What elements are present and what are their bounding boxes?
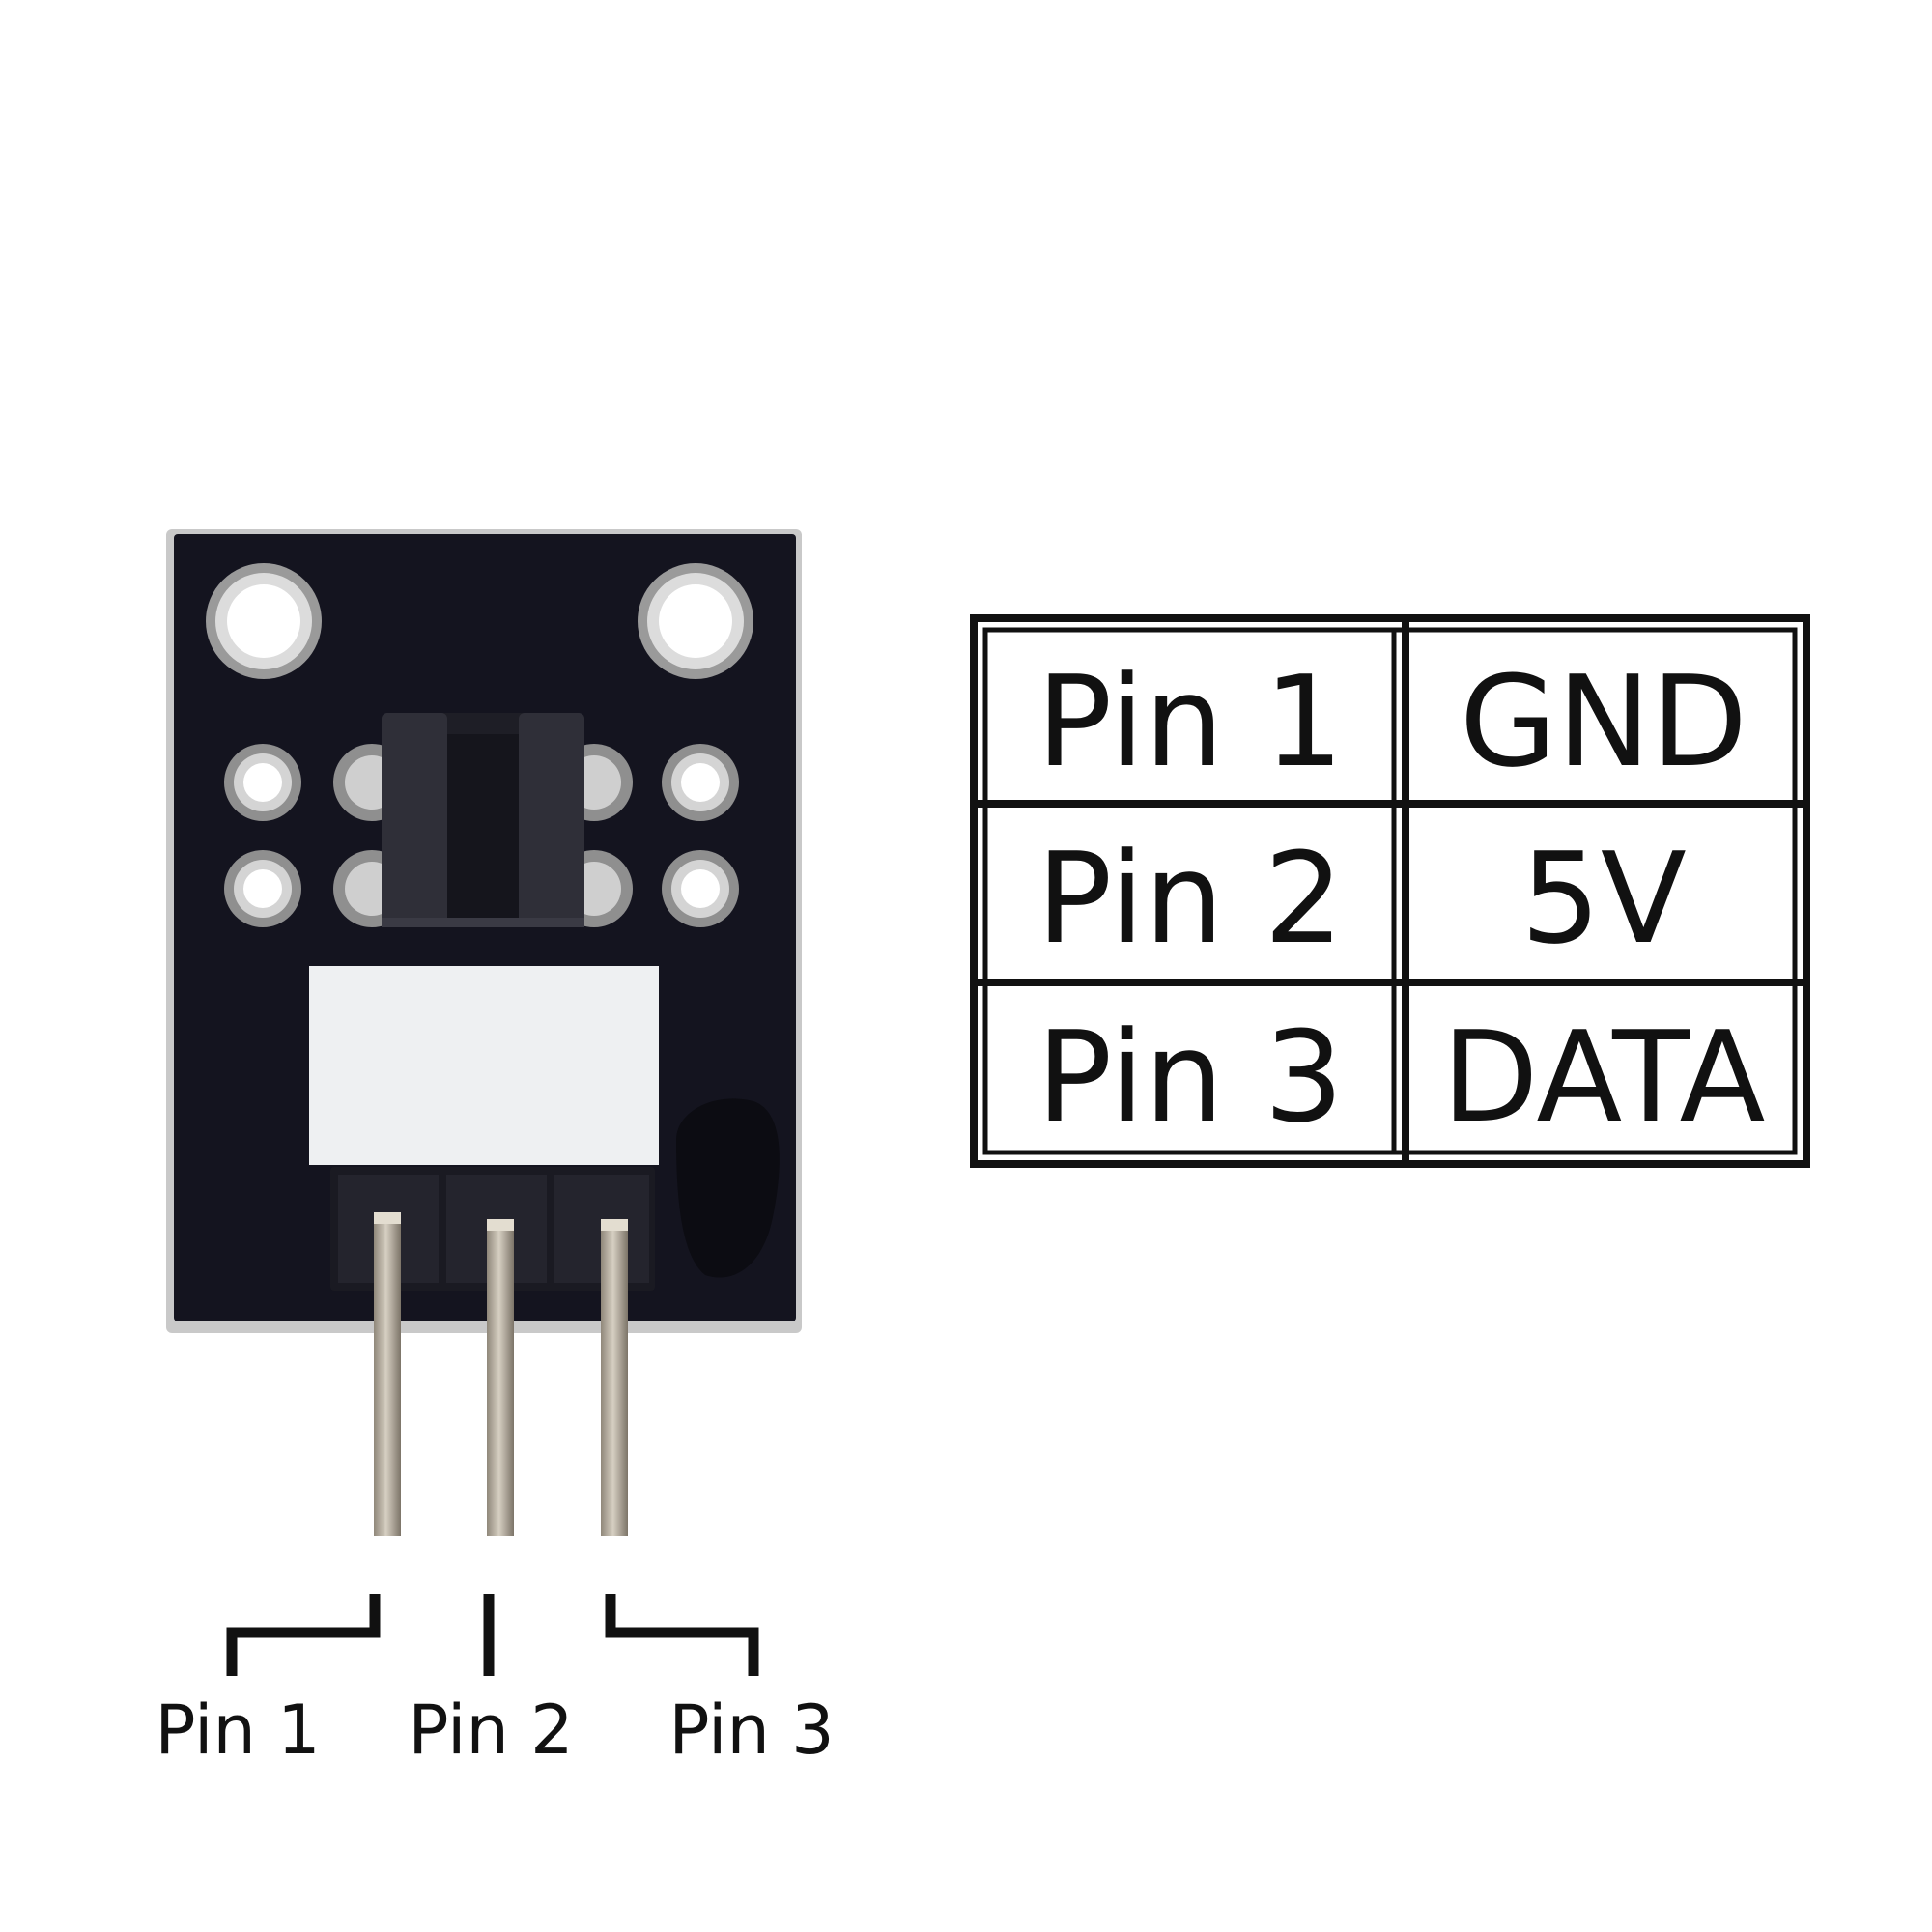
pin-label-2: Pin 2: [408, 1690, 573, 1770]
pin-label-3: Pin 3: [668, 1690, 834, 1770]
table-cell-pin: Pin 3: [1037, 1004, 1344, 1151]
mounting-hole-right: [638, 563, 753, 679]
label-sticker: [309, 966, 659, 1165]
pinout-table: Pin 1 GND Pin 2 5V Pin 3 DATA: [970, 614, 1810, 1168]
table-outer-border: [970, 614, 1810, 1168]
mounting-hole-left: [206, 563, 322, 679]
pad: [224, 744, 301, 821]
table-row: Pin 2 5V: [1037, 825, 1687, 972]
header-pin-1: [374, 1212, 401, 1536]
pin-labels: Pin 1 Pin 2 Pin 3: [155, 1690, 834, 1770]
table-cell-pin: Pin 1: [1037, 648, 1344, 795]
table-row: Pin 3 DATA: [1037, 1004, 1766, 1151]
photo-interrupter-sensor: [382, 713, 584, 927]
bracket-pin-1: [226, 1594, 381, 1676]
table-inner-border: [982, 627, 1798, 1155]
table-cell-pin: Pin 2: [1037, 825, 1344, 972]
pin-label-1: Pin 1: [155, 1690, 320, 1770]
table-cell-signal: GND: [1460, 648, 1747, 795]
table-cell-signal: DATA: [1442, 1004, 1766, 1151]
solder-blob: [676, 1098, 780, 1278]
pad: [662, 850, 739, 927]
pad: [662, 744, 739, 821]
pad: [224, 850, 301, 927]
header-pin-3: [601, 1219, 628, 1536]
bracket-pin-3: [605, 1594, 759, 1676]
pin-callout-brackets: [226, 1594, 759, 1676]
table-row: Pin 1 GND: [1037, 648, 1747, 795]
header-pin-2: [487, 1219, 514, 1536]
sensor-module-board: [166, 529, 802, 1333]
table-cell-signal: 5V: [1520, 825, 1687, 972]
header-pins: [374, 1212, 628, 1536]
